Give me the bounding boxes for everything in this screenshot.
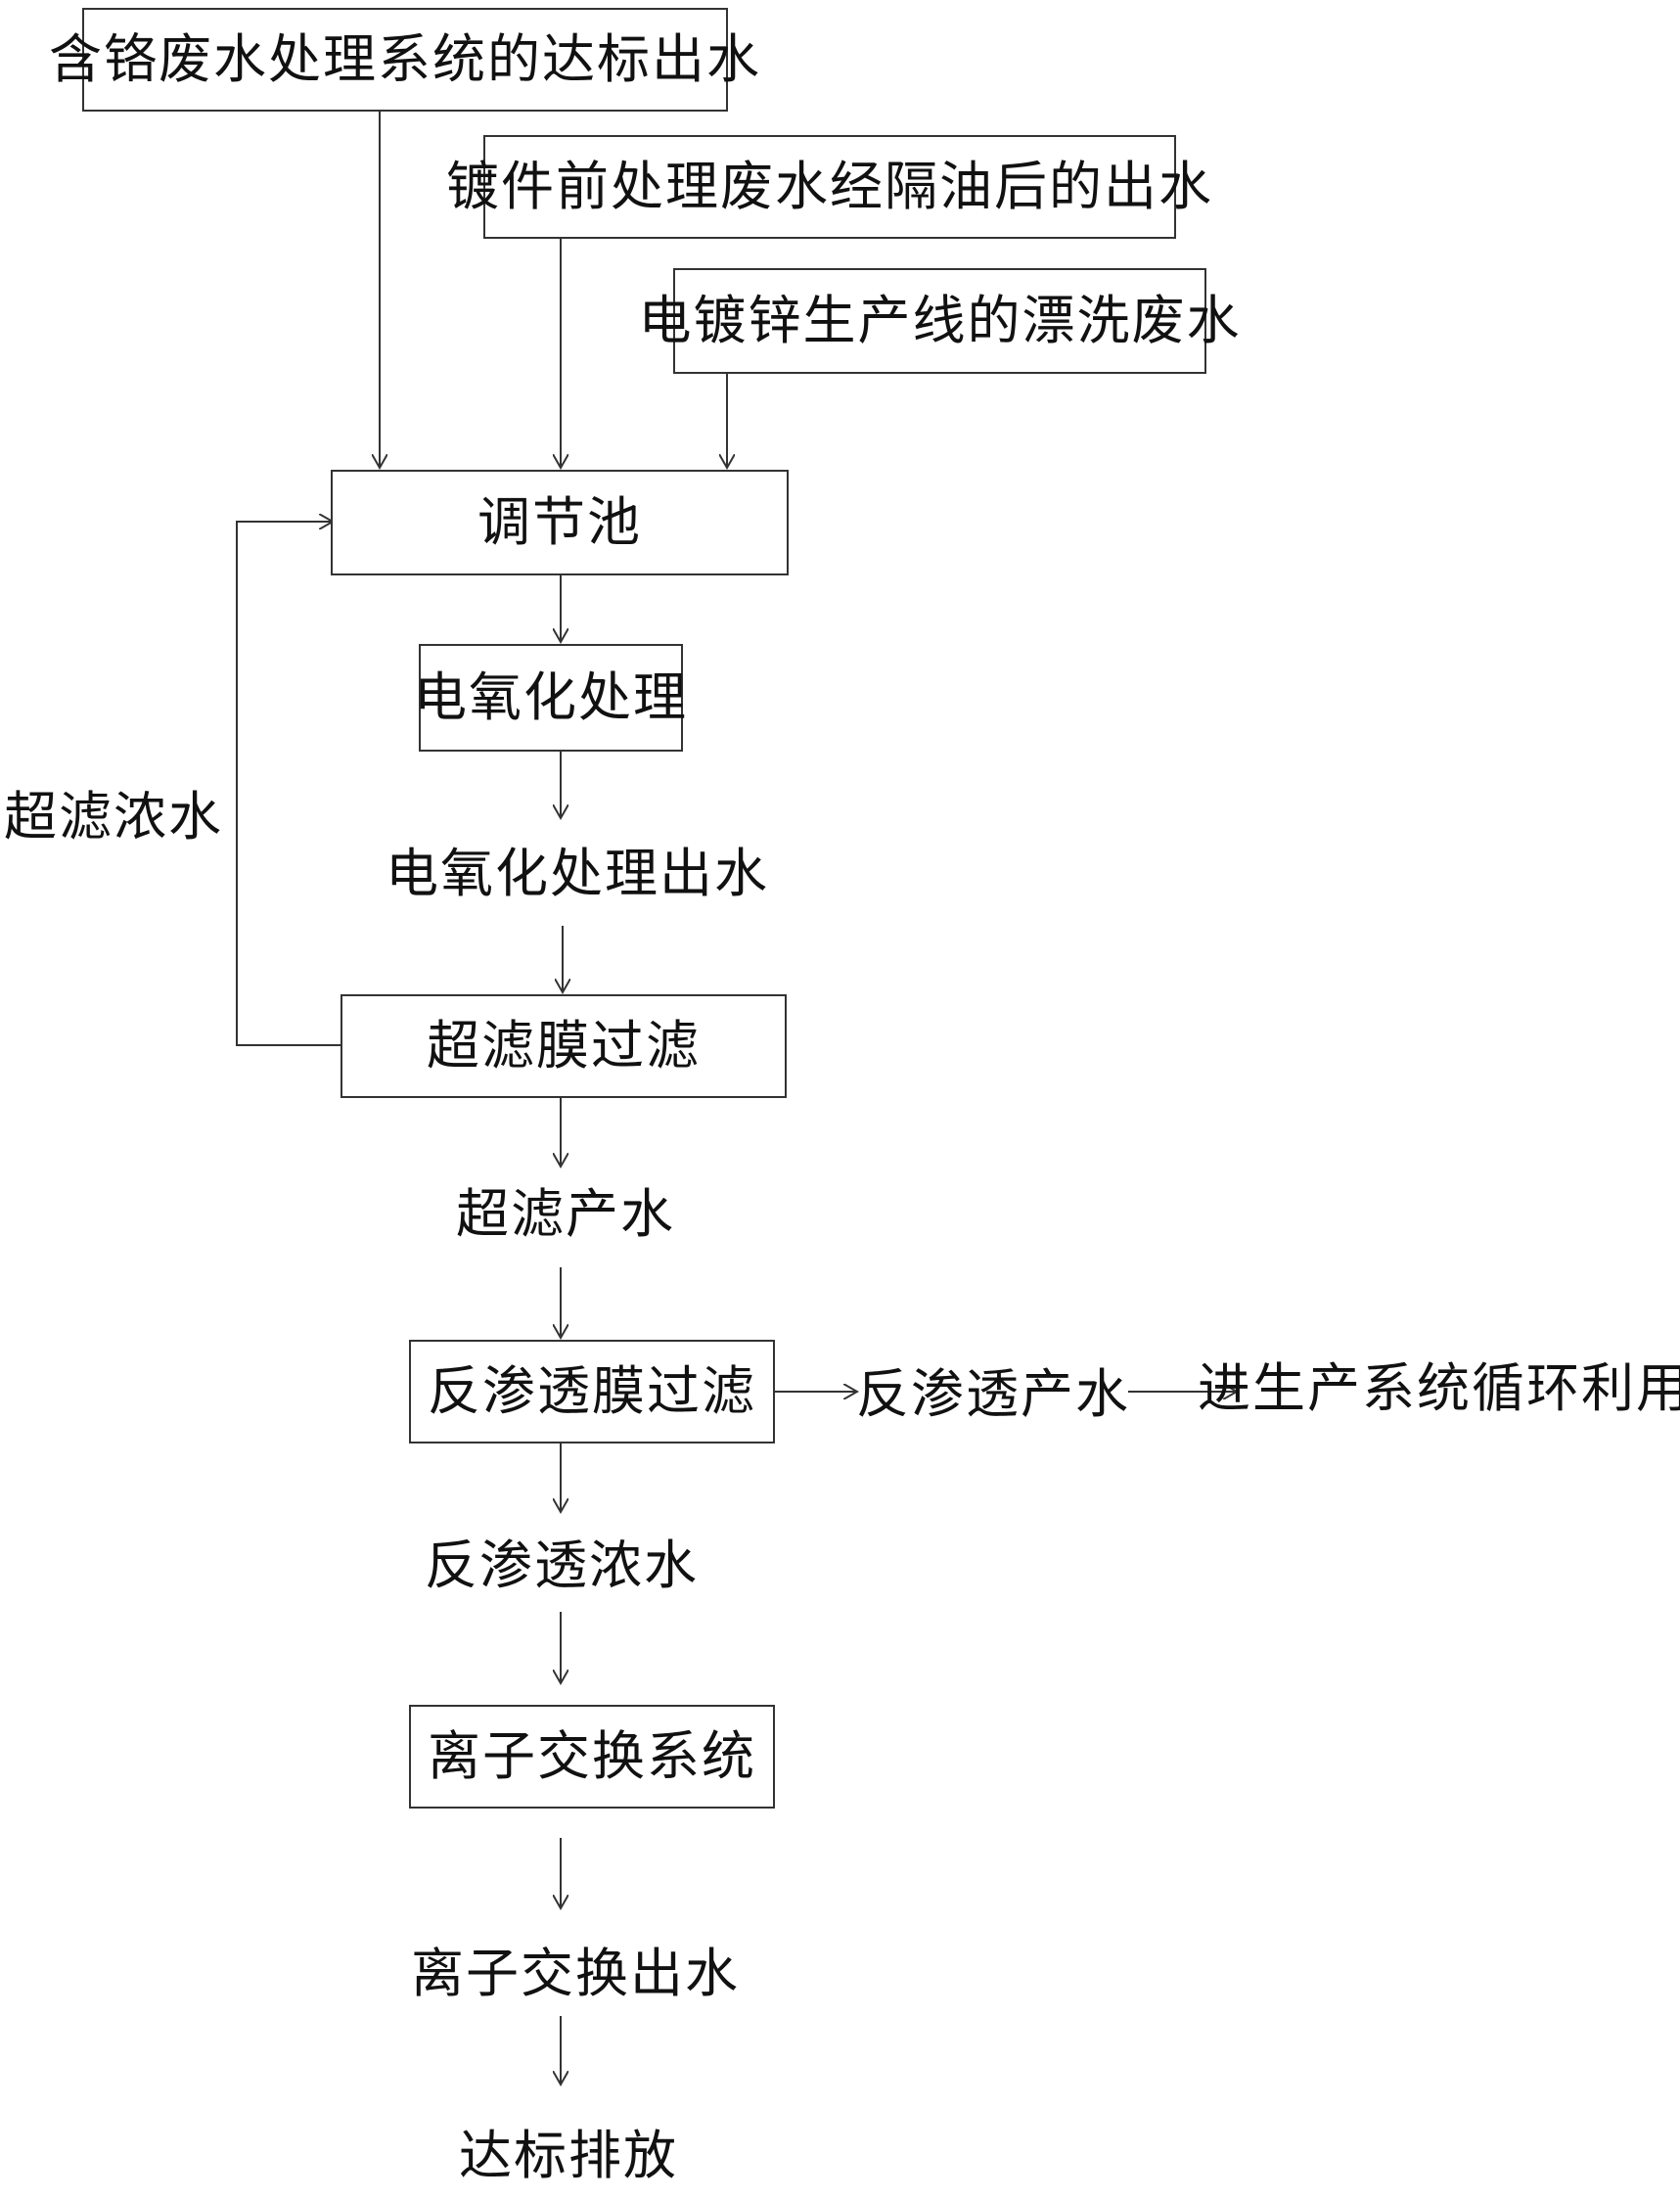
uf-filtration-box: 超滤膜过滤 [341, 994, 787, 1098]
ion-exchange-effluent-label: 离子交换出水 [411, 1943, 740, 2004]
ro-permeate-label: 反渗透产水 [856, 1363, 1130, 1425]
equalization-tank-box: 调节池 [331, 470, 789, 575]
ion-exchange-system-box: 离子交换系统 [409, 1705, 775, 1809]
uf-permeate-label: 超滤产水 [456, 1183, 675, 1245]
ro-concentrate-label: 反渗透浓水 [425, 1535, 699, 1596]
equalization-tank-label: 调节池 [477, 491, 642, 553]
electro-oxidation-box: 电氧化处理 [414, 644, 686, 752]
pretreatment-wastewater-box: 镀件前处理废水经隔油后的出水 [446, 135, 1211, 239]
ion-exchange-system-label: 离子交换系统 [428, 1725, 756, 1787]
ro-filtration-label: 反渗透膜过滤 [428, 1360, 756, 1422]
electro-oxidation-label: 电氧化处理 [414, 666, 688, 728]
discharge-label: 达标排放 [459, 2125, 678, 2186]
ro-filtration-box: 反渗透膜过滤 [409, 1340, 775, 1443]
chrome-wastewater-label: 含铬废水处理系统的达标出水 [49, 28, 761, 90]
chrome-wastewater-box: 含铬废水处理系统的达标出水 [49, 8, 759, 112]
loop-uf-concentrate-line [236, 522, 341, 1046]
pretreatment-wastewater-label: 镀件前处理废水经隔油后的出水 [446, 156, 1213, 217]
electro-oxidation-effluent-label: 电氧化处理出水 [386, 843, 769, 904]
zinc-rinse-wastewater-label: 电镀锌生产线的漂洗废水 [638, 290, 1242, 351]
zinc-rinse-wastewater-box: 电镀锌生产线的漂洗废水 [639, 268, 1240, 374]
uf-filtration-label: 超滤膜过滤 [427, 1015, 701, 1077]
reuse-label: 进生产系统循环利用 [1198, 1357, 1680, 1419]
uf-concentrate-label: 超滤浓水 [4, 786, 223, 848]
